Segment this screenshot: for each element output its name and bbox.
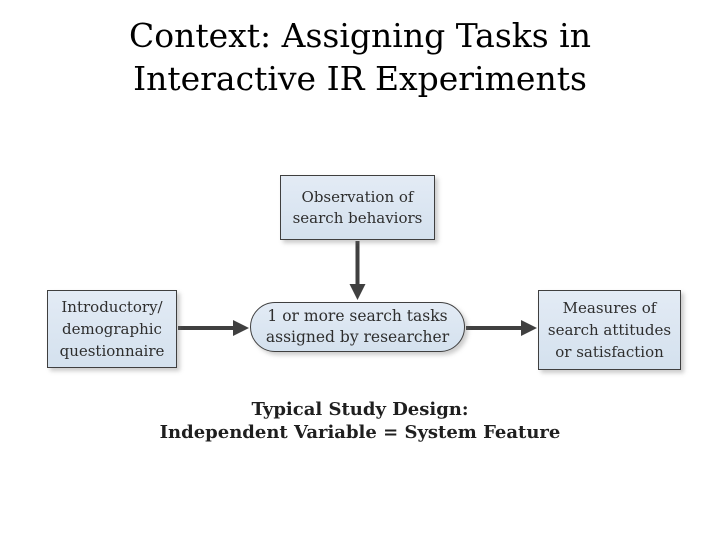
node-observation: Observation of search behaviors xyxy=(280,175,435,240)
node-measures: Measures of search attitudes or satisfac… xyxy=(538,290,681,370)
slide-title: Context: Assigning Tasks in Interactive … xyxy=(129,16,591,98)
study-design-caption: Typical Study Design: Independent Variab… xyxy=(159,399,561,443)
node-search-tasks: 1 or more search tasks assigned by resea… xyxy=(250,302,465,352)
node-intro-questionnaire: Introductory/ demographic questionnaire xyxy=(47,290,177,368)
